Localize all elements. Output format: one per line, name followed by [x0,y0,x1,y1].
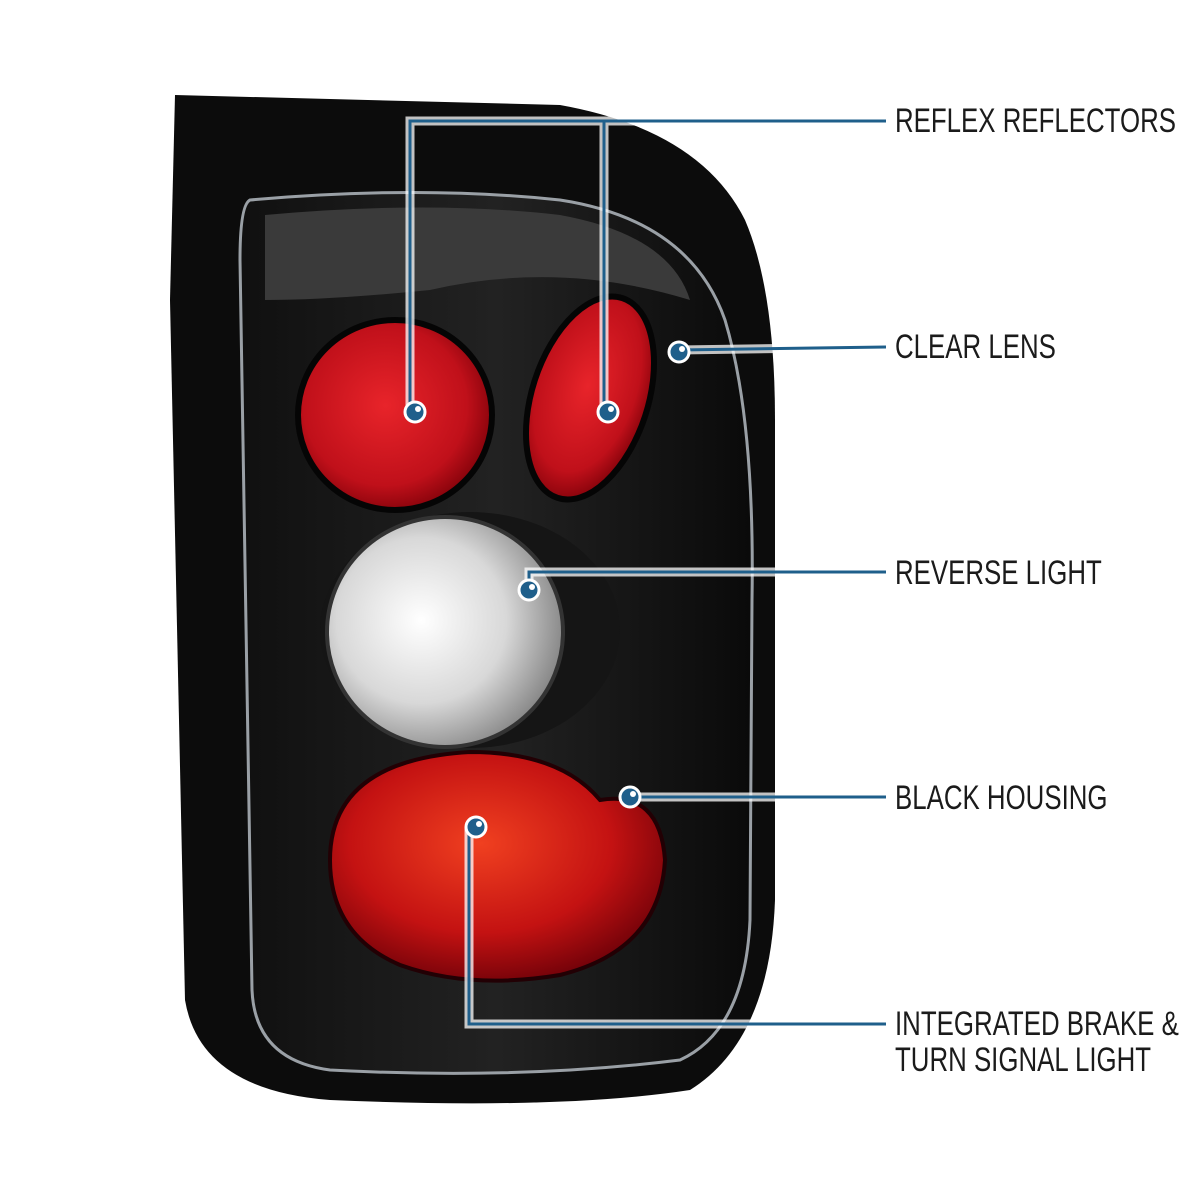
label-reverse-light: REVERSE LIGHT [895,554,1102,592]
callout-dot-icon [596,400,620,424]
reflex-reflector-right [523,293,657,503]
brake-turn-lens [327,749,668,983]
callout-dot-icon [667,340,691,364]
reverse-light-lens [325,515,565,749]
label-brake-turn-line2: TURN SIGNAL LIGHT [895,1041,1152,1079]
callout-lines [405,116,887,1029]
callout-dot-icon [517,578,541,602]
label-clear-lens: CLEAR LENS [895,328,1056,366]
reflex-reflector-left [295,317,495,513]
callout-dot-icon [464,815,488,839]
label-brake-turn-line1: INTEGRATED BRAKE & [895,1005,1179,1043]
callout-dot-icon [618,785,642,809]
callout-dot-icon [403,400,427,424]
label-reflex-reflectors: REFLEX REFLECTORS [895,102,1176,140]
callout-dots [403,340,691,839]
label-black-housing: BLACK HOUSING [895,779,1108,817]
